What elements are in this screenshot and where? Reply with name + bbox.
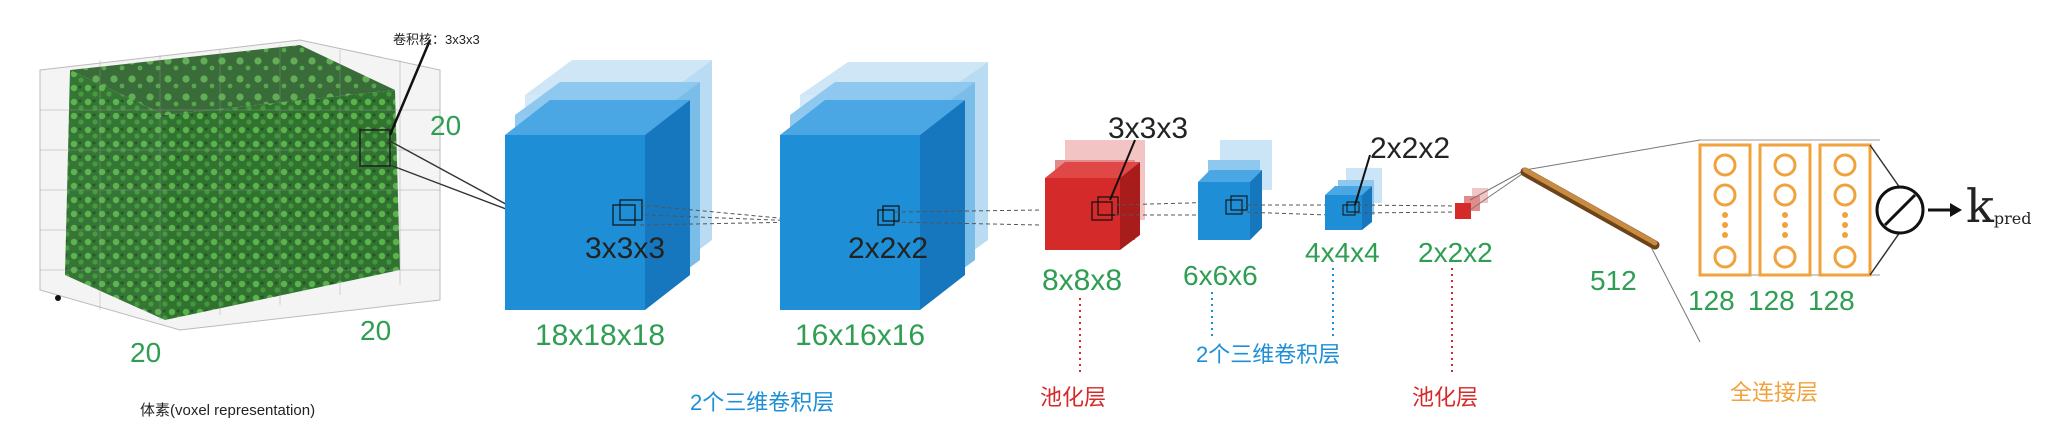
conv-small-block-1-front [1198,182,1250,240]
caption-fc: 全连接层 [1730,380,1818,405]
conv-small-block-1 [1198,140,1272,240]
flatten-connectors [1469,139,1701,343]
conv-small-block-2-size: 4x4x4 [1305,237,1380,268]
flatten-size: 512 [1590,265,1637,296]
pool-block-1-kernel: 3x3x3 [1108,112,1188,145]
caption-connectors [1079,268,1453,375]
voxel-front-face [65,70,165,320]
output-label: kpred [1966,179,2031,233]
voxel-dim-right: 20 [430,110,461,141]
output-symbol: k [1966,179,1995,233]
dense-layers [1698,139,1906,277]
pool-block-2 [1455,188,1488,219]
dense-layer-1 [1698,143,1752,277]
caption-pool-1: 池化层 [1040,385,1106,410]
conv-small-block-2-kernel: 2x2x2 [1370,132,1450,165]
dense-layer-1-size: 128 [1688,285,1735,316]
caption-pool-2: 池化层 [1412,385,1478,410]
conv-small-block-1-size: 6x6x6 [1183,260,1258,291]
voxel-cube [39,39,441,331]
pool-block-2-front [1455,203,1471,219]
conv-block-1-kernel: 3x3x3 [585,232,665,265]
caption-conv-group-2: 2个三维卷积层 [1196,342,1340,367]
flatten-vector [1520,167,1660,250]
conv-block-1-size: 18x18x18 [535,319,665,352]
conv-block-2-kernel: 2x2x2 [848,232,928,265]
dense-layer-3-size: 128 [1808,285,1855,316]
dense-layer-2 [1758,143,1812,277]
projection-lines-2 [639,204,801,226]
voxel-side-face [165,90,400,320]
voxel-caption: 体素(voxel representation) [140,402,315,419]
pool-block-1-size: 8x8x8 [1042,264,1122,297]
conv-block-1 [505,60,712,310]
dense-layer-2-size: 128 [1748,285,1795,316]
conv-block-1-front [505,135,645,310]
output-subscript: pred [1994,209,2032,228]
voxel-dim-depth: 20 [360,315,391,346]
dense-layer-3 [1818,143,1872,277]
pool-block-1 [1045,139,1145,250]
output-arrow [1928,203,1962,217]
caption-conv-group-1: 2个三维卷积层 [690,390,834,415]
conv-small-block-2 [1325,154,1382,230]
conv-block-2-front [780,135,920,310]
voxel-kernel-box [359,129,391,167]
conv-block-2-size: 16x16x16 [795,319,925,352]
pool-block-2-size: 2x2x2 [1418,237,1493,268]
voxel-kernel-label: 卷积核：3x3x3 [393,32,480,47]
voxel-top-face [70,45,395,115]
voxel-dim-bottom: 20 [130,337,161,368]
projection-lines-6 [1356,204,1456,214]
projection-lines-3 [894,209,1041,226]
conv-block-2 [780,62,988,310]
projection-lines-5 [1239,204,1331,216]
pool-block-1-front [1045,178,1120,250]
output-neuron [1875,185,1925,235]
